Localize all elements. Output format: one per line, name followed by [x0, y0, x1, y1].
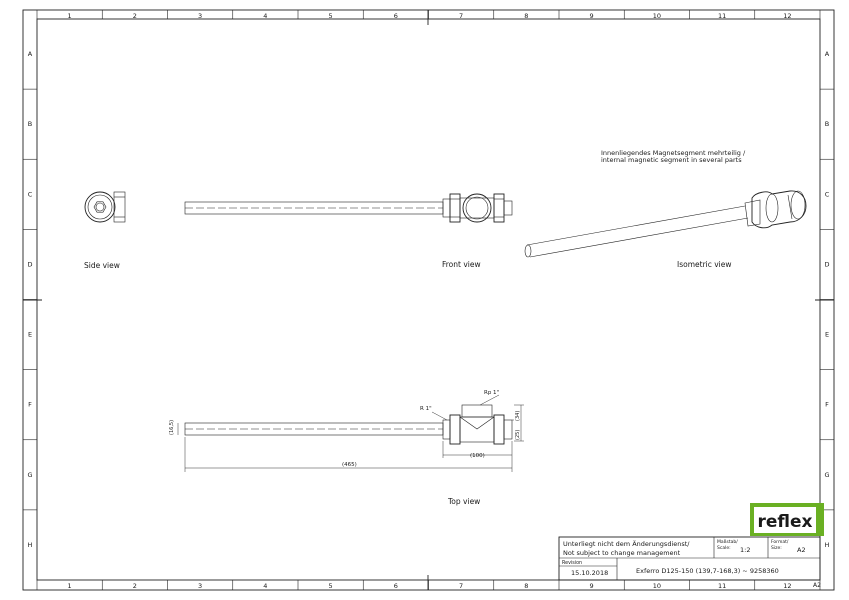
- thread-r-label: R 1": [420, 406, 432, 412]
- column-number-top: 12: [783, 12, 791, 20]
- dim-34: (34): [515, 411, 521, 421]
- column-number-top: 2: [133, 12, 137, 20]
- column-number-top: 3: [198, 12, 202, 20]
- row-letter-left: D: [27, 260, 32, 268]
- column-number-bottom: 9: [590, 582, 594, 590]
- column-number-top: 11: [718, 12, 726, 20]
- dim-100: (100): [470, 453, 485, 459]
- row-letter-left: F: [28, 401, 32, 409]
- column-number-top: 7: [459, 12, 463, 20]
- column-number-top: 9: [590, 12, 594, 20]
- row-letter-left: H: [28, 541, 33, 549]
- format-label: Format/: [771, 539, 789, 545]
- revision-label: Revision: [562, 560, 582, 566]
- scale-label-en: Scale:: [717, 545, 731, 551]
- front-view-label: Front view: [442, 260, 481, 269]
- row-letter-right: C: [825, 190, 830, 198]
- row-letter-right: H: [825, 541, 830, 549]
- outer-frame: [22, 9, 835, 591]
- column-number-bottom: 10: [653, 582, 661, 590]
- column-number-bottom: 11: [718, 582, 726, 590]
- column-number-top: 1: [68, 12, 72, 20]
- inner-frame: [36, 18, 821, 581]
- column-number-bottom: 7: [459, 582, 463, 590]
- column-number-bottom: 12: [783, 582, 791, 590]
- dim-465: (465): [342, 462, 357, 468]
- row-letter-left: G: [27, 471, 32, 479]
- notice-de: Unterliegt nicht dem Änderungsdienst/: [563, 539, 690, 548]
- column-number-bottom: 3: [198, 582, 202, 590]
- thread-rp-label: Rp 1": [484, 390, 499, 396]
- column-number-top: 4: [263, 12, 267, 20]
- row-letter-right: E: [825, 331, 829, 339]
- column-number-bottom: 1: [68, 582, 72, 590]
- row-letter-left: A: [28, 50, 33, 58]
- scale-value: 1:2: [740, 546, 750, 554]
- scale-label: Maßstab/: [717, 539, 738, 545]
- revision-date: 15.10.2018: [571, 569, 608, 577]
- row-letter-right: A: [825, 50, 830, 58]
- row-letter-right: D: [824, 260, 829, 268]
- notice-en: Not subject to change management: [563, 549, 681, 557]
- side-view-drawing: [84, 191, 126, 223]
- row-letter-right: F: [825, 401, 829, 409]
- logo-text: reflex: [757, 512, 812, 532]
- isometric-view-label: Isometric view: [677, 260, 732, 269]
- magnet-note-line2: internal magnetic segment in several par…: [601, 156, 742, 164]
- column-number-top: 5: [329, 12, 333, 20]
- format-label-en: Size:: [771, 545, 782, 551]
- title-block: [558, 536, 821, 581]
- reflex-logo: reflex: [750, 503, 824, 536]
- column-number-bottom: 2: [133, 582, 137, 590]
- column-number-bottom: 6: [394, 582, 398, 590]
- row-letter-left: E: [28, 331, 32, 339]
- column-number-bottom: 5: [329, 582, 333, 590]
- row-letter-right: B: [825, 120, 829, 128]
- front-view-drawing: [184, 193, 513, 223]
- column-number-top: 6: [394, 12, 398, 20]
- row-letter-left: B: [28, 120, 32, 128]
- magnet-note-line1: Innenliegendes Magnetsegment mehrteilig …: [601, 149, 746, 157]
- dim-25: (25): [515, 430, 521, 440]
- dim-16-5: (16,5): [169, 420, 175, 435]
- row-letter-left: C: [28, 190, 33, 198]
- format-value: A2: [797, 546, 806, 554]
- column-number-bottom: 8: [524, 582, 528, 590]
- column-number-top: 8: [524, 12, 528, 20]
- row-letter-right: G: [824, 471, 829, 479]
- isometric-view-drawing: [524, 190, 807, 258]
- column-number-bottom: 4: [263, 582, 267, 590]
- column-number-top: 10: [653, 12, 661, 20]
- sheet-size-corner: A2: [813, 582, 821, 589]
- product-designation: Exferro D125-150 (139,7-168,3) ~ 9258360: [636, 567, 779, 575]
- top-view-label: Top view: [447, 497, 480, 506]
- top-view-drawing: [177, 394, 524, 472]
- side-view-label: Side view: [84, 261, 120, 270]
